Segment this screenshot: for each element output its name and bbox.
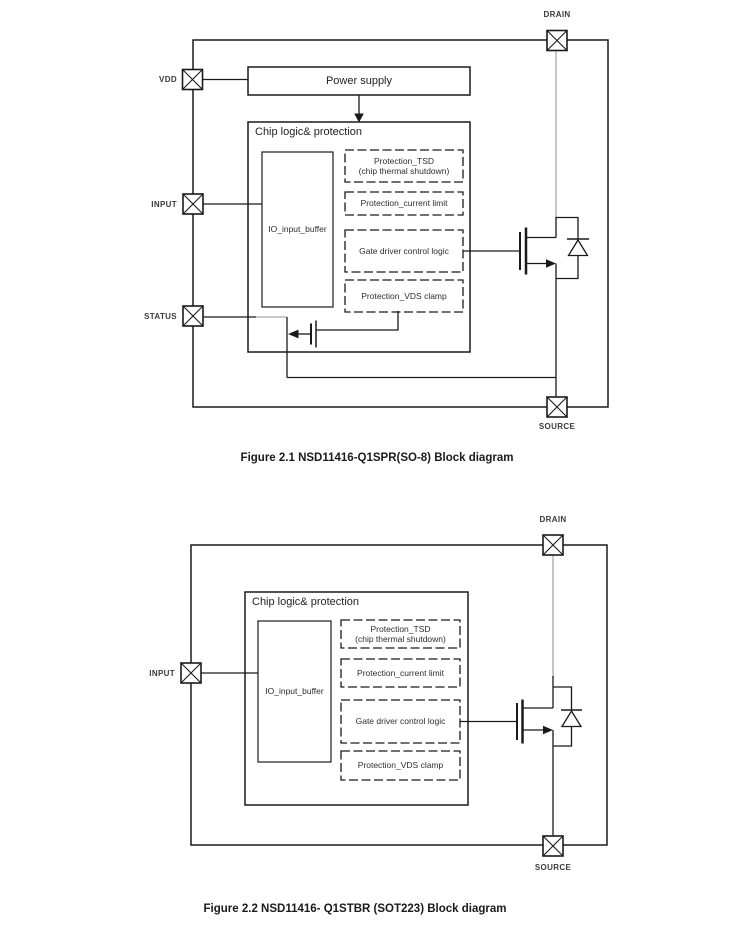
fig2-io-buffer-box — [257, 620, 332, 763]
fig1-protection-tsd-title: Protection_TSD — [374, 155, 434, 166]
fig1-diode-top-jog — [556, 216, 579, 239]
fig2-vds-clamp-box — [340, 750, 461, 781]
fig2-outer-box — [190, 544, 608, 846]
fig2-protection-tsd-label: Protection_TSD (chip thermal shutdown) — [341, 620, 460, 648]
fig1-fet-source-arrowhead — [546, 259, 556, 268]
fig1-pin-terminal-input — [182, 193, 204, 215]
fig2-vds-clamp-label: Protection_VDS clamp — [357, 760, 444, 771]
fig2-pin-terminal-source — [542, 835, 564, 857]
fig1-protection-tsd-note: (chip thermal shutdown) — [358, 166, 450, 176]
fig1-pin-terminal-vdd — [181, 68, 204, 91]
fig1-vdd-pin-label: VDD — [159, 75, 177, 84]
fig2-gate-driver-label: Gate driver control logic — [355, 716, 446, 727]
fig1-chip-logic-label: Chip logic& protection — [255, 126, 363, 138]
fig1-pin-terminal-source — [546, 396, 568, 418]
fig2-drain-pin-label: DRAIN — [539, 515, 567, 524]
fig2-io-buffer-label: IO_input_buffer — [265, 686, 324, 697]
fig1-vds-clamp-box — [344, 279, 464, 313]
fig1-power-arrowhead — [354, 113, 364, 123]
fig1-vds-clamp-label: Protection_VDS clamp — [361, 290, 447, 301]
fig1-protection-boxes — [344, 149, 464, 313]
fig1-source-pin-label: SOURCE — [538, 422, 576, 431]
fig2-protection-tsd-box — [340, 619, 461, 649]
fig1-protection-tsd-label: Protection_TSD (chip thermal shutdown) — [345, 150, 463, 182]
fig1-pin-terminal-status — [182, 305, 204, 327]
fig2-protection-boxes — [340, 619, 461, 781]
fig1-power-supply-label: Power supply — [325, 75, 393, 87]
fig1-diode-bottom-jog — [556, 255, 579, 280]
fig1-input-pin-label: INPUT — [151, 199, 177, 209]
fig2-fet-source-arrowhead — [543, 725, 553, 735]
fig1-current-limit-box — [344, 191, 464, 216]
fig1-io-buffer-box — [261, 151, 334, 308]
fig2-pin-terminal-drain — [542, 534, 564, 556]
fig1-status-pin-label: STATUS — [144, 311, 177, 321]
fig2-input-pin-label: INPUT — [149, 668, 175, 678]
fig2-diode-triangle — [560, 709, 583, 728]
fig2-gate-driver-box — [340, 699, 461, 744]
fig1-status-fet-gate-wire — [316, 311, 399, 331]
fig2-diode-top-jog — [553, 686, 573, 710]
fig2-protection-tsd-title: Protection_TSD — [370, 623, 431, 634]
fig1-status-fet-arrowhead — [288, 329, 299, 339]
fig1-pin-terminal-drain — [546, 29, 568, 52]
fig1-drain-pin-label: DRAIN — [543, 10, 571, 19]
fig1-diode-triangle — [567, 238, 589, 257]
fig2-source-pin-label: SOURCE — [534, 863, 572, 872]
fig1-gate-driver-label: Gate driver control logic — [359, 245, 449, 256]
figure2-linework — [180, 534, 608, 857]
figure1-linework — [181, 29, 609, 418]
fig2-pin-terminal-input — [180, 662, 202, 684]
fig1-io-buffer-label: IO_input_buffer — [268, 224, 327, 235]
fig1-current-limit-label: Protection_current limit — [360, 198, 448, 209]
figure2-caption: Figure 2.2 NSD11416- Q1STBR (SOT223) Blo… — [203, 903, 507, 915]
fig2-chip-logic-label: Chip logic& protection — [252, 596, 360, 608]
figure1-caption: Figure 2.1 NSD11416-Q1SPR(SO-8) Block di… — [240, 452, 514, 464]
fig2-current-limit-label: Protection_current limit — [357, 667, 444, 678]
fig1-outer-box — [192, 39, 609, 408]
fig1-protection-tsd-box — [344, 149, 464, 183]
fig2-current-limit-box — [340, 658, 461, 688]
fig2-protection-tsd-note: (chip thermal shutdown) — [355, 634, 446, 644]
fig2-diode-bottom-jog — [553, 726, 573, 747]
